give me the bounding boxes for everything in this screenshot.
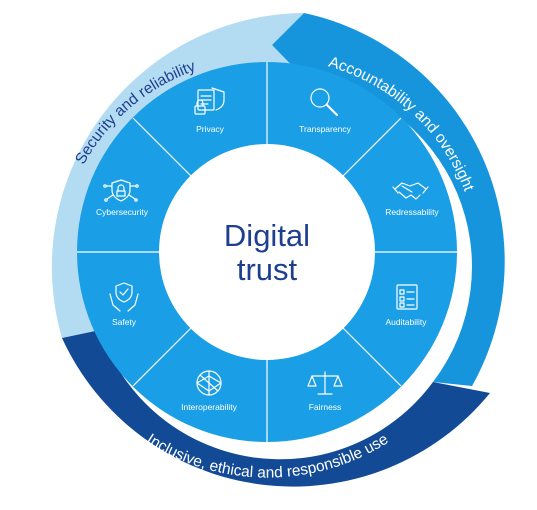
checklist-icon (396, 284, 418, 310)
segment-interoperability: Interoperability (181, 370, 238, 412)
band-inclusive (62, 330, 490, 487)
segment-dividers (77, 62, 457, 442)
center-title-line-1: Digital (224, 218, 310, 253)
segment-redressability: Redressability (385, 182, 439, 217)
segment-safety: Safety (109, 282, 139, 327)
segment-label-privacy: Privacy (196, 124, 225, 134)
scales-icon (307, 371, 343, 395)
document-lock-icon (194, 87, 225, 115)
segment-label-transparency: Transparency (299, 124, 351, 134)
segment-label-interoperability: Interoperability (181, 402, 238, 412)
segment-label-safety: Safety (112, 317, 137, 327)
segment-label-fairness: Fairness (309, 402, 342, 412)
segment-fairness: Fairness (307, 371, 343, 412)
magnifier-icon (310, 88, 339, 117)
segment-label-cybersecurity: Cybersecurity (96, 207, 149, 217)
globe-network-icon (196, 370, 222, 396)
center-circle (159, 144, 375, 360)
segment-auditability: Auditability (385, 284, 427, 327)
band-accountability (272, 13, 505, 386)
center-title-line-2: trust (237, 252, 298, 287)
segment-transparency: Transparency (299, 88, 352, 134)
segment-label-auditability: Auditability (385, 317, 427, 327)
handshake-icon (392, 182, 429, 200)
segment-label-redressability: Redressability (385, 207, 439, 217)
segment-cybersecurity: Cybersecurity (96, 179, 149, 217)
shield-circuit-icon (103, 179, 139, 202)
hands-shield-icon (109, 282, 139, 312)
segment-privacy: Privacy (194, 87, 225, 134)
